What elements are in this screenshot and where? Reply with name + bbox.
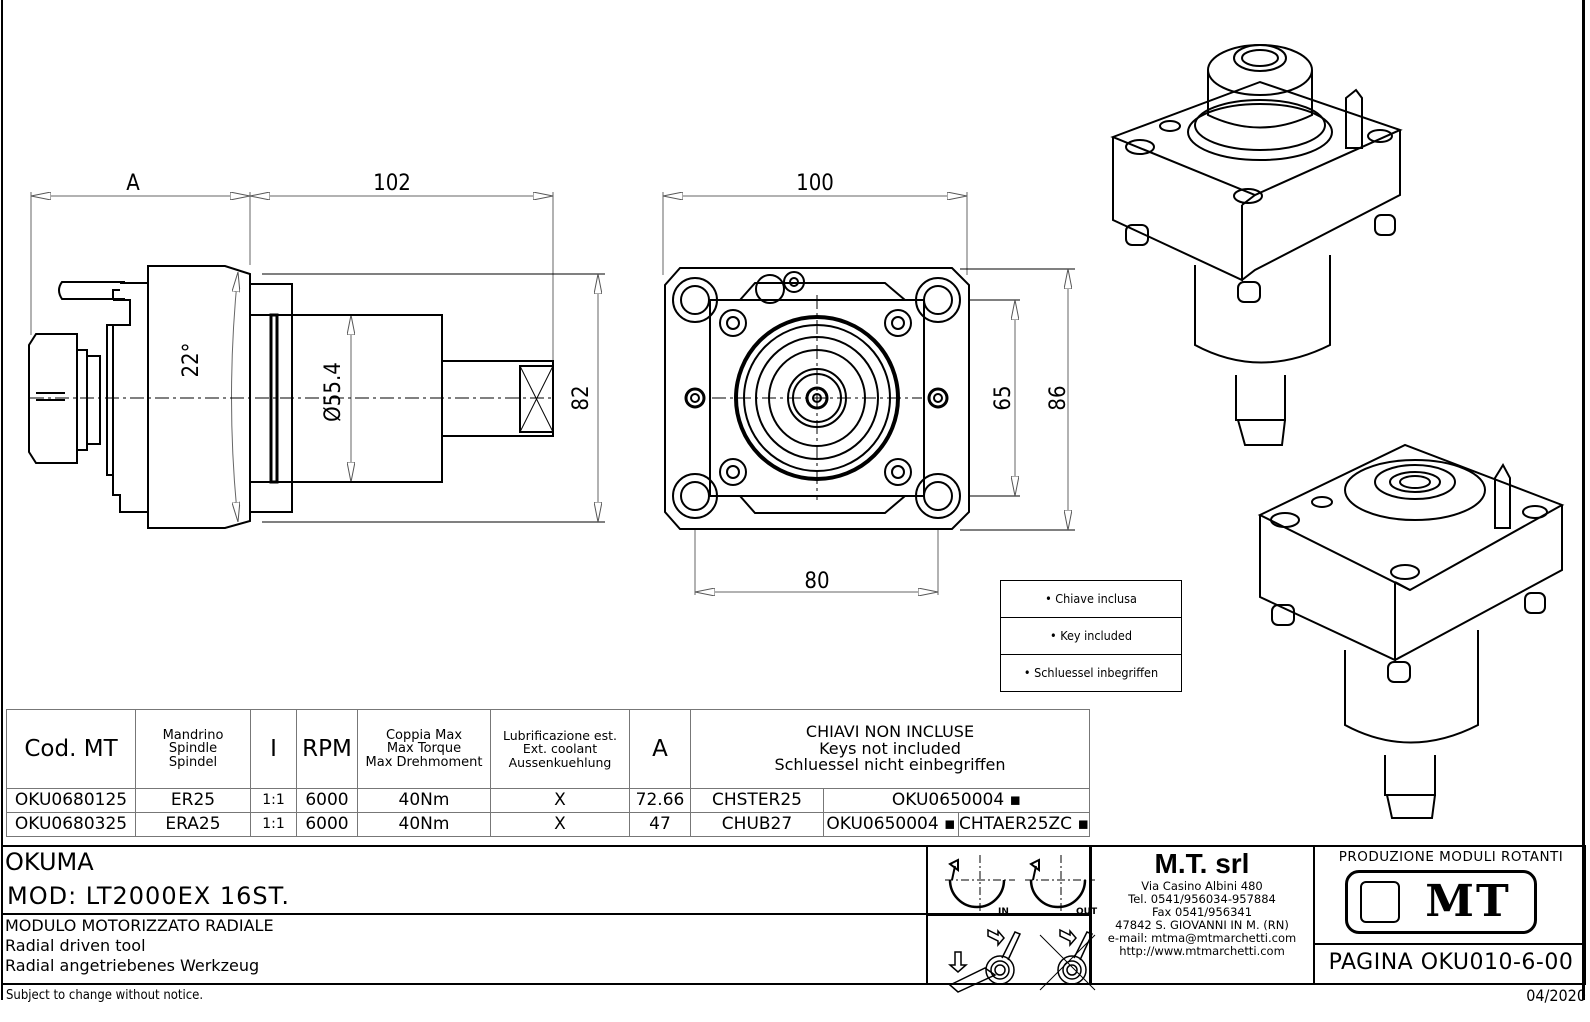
dim-length-label: 102: [373, 171, 411, 196]
header-coolant-en: Ext. coolant: [522, 741, 598, 757]
rotation-direction-icons: [945, 855, 1095, 915]
dim-diameter-label: Ø55.4: [321, 362, 346, 422]
table-row: OKU0680325 ERA25 1:1 6000 40Nm X 47 CHUB…: [6, 812, 1090, 837]
title-divider: [1, 913, 926, 915]
rotation-in-label: IN: [998, 907, 1009, 917]
title-block: [1, 845, 1586, 985]
dim-angle-label: 22°: [179, 342, 204, 377]
header-torque-de: Max Drehmoment: [365, 754, 483, 770]
header-spindle-de: Spindel: [168, 754, 218, 770]
corner-bolt-holes: [672, 277, 961, 519]
cell-key1: CHSTER25: [690, 788, 824, 813]
cell-ratio: 1:1: [250, 812, 297, 837]
cell-key3: CHTAER25ZC ▪: [958, 812, 1090, 837]
header-coolant-it: Lubrificazione est.: [503, 728, 617, 744]
company-name: M.T. srl: [1154, 848, 1250, 879]
header-coolant-de: Aussenkuehlung: [508, 754, 612, 770]
rotation-out-label: OUT: [1076, 907, 1098, 917]
cell-code: OKU0680325: [6, 812, 136, 837]
divider: [926, 913, 1089, 916]
logo-text: MT: [1425, 876, 1511, 927]
header-torque: Coppia Max Max Torque Max Drehmoment: [357, 709, 491, 789]
cell-rpm: 6000: [296, 812, 358, 837]
cell-rpm: 6000: [296, 788, 358, 813]
wrench-usage-icons: [948, 928, 1096, 993]
header-a: A: [629, 709, 691, 789]
company-address: Via Casino Albini 480: [1141, 879, 1263, 893]
header-keys: CHIAVI NON INCLUSE Keys not included Sch…: [690, 709, 1090, 789]
company-tel: Tel. 0541/956034-957884: [1128, 892, 1276, 906]
header-torque-it: Coppia Max: [385, 727, 463, 743]
company-info: M.T. srl Via Casino Albini 480 Tel. 0541…: [1092, 848, 1312, 958]
side-view: [28, 192, 605, 529]
legend-item: • Schluessel inbegriffen: [1023, 665, 1159, 680]
cell-key2: OKU0650004 ▪: [823, 812, 959, 837]
isometric-view-bottom: [1257, 443, 1565, 819]
machine-brand: OKUMA: [5, 848, 94, 876]
key-included-legend: • Chiave inclusa • Key included • Schlue…: [1000, 580, 1182, 692]
machine-model: MOD: LT2000EX 16ST.: [7, 882, 291, 910]
spec-table-header: Cod. MT Mandrino Spindle Spindel I RPM C…: [6, 709, 1090, 789]
header-torque-en: Max Torque: [386, 741, 462, 757]
header-spindle-en: Spindle: [168, 741, 218, 757]
header-spindle: Mandrino Spindle Spindel: [135, 709, 251, 789]
cell-coolant: X: [490, 812, 630, 837]
dim-bolt-spacing-h-label: 80: [804, 569, 829, 594]
header-keys-it: CHIAVI NON INCLUSE: [805, 721, 975, 741]
cell-key1: CHUB27: [690, 812, 824, 837]
cell-code: OKU0680125: [6, 788, 136, 813]
drawing-frame: [1, 0, 1585, 1000]
cell-spindle: ERA25: [135, 812, 251, 837]
description-de: Radial angetriebenes Werkzeug: [5, 956, 260, 975]
table-row: OKU0680125 ER25 1:1 6000 40Nm X 72.66 CH…: [6, 788, 1090, 813]
cell-ratio: 1:1: [250, 788, 297, 813]
company-fax: Fax 0541/956341: [1151, 905, 1253, 919]
production-label: PRODUZIONE MODULI ROTANTI: [1338, 849, 1564, 865]
front-view: [662, 192, 1075, 595]
company-web: http://www.mtmarchetti.com: [1119, 944, 1285, 958]
cell-torque: 40Nm: [357, 812, 491, 837]
notice-text: Subject to change without notice.: [6, 988, 204, 1003]
header-code: Cod. MT: [6, 709, 136, 789]
divider: [1313, 845, 1315, 985]
cell-spindle: ER25: [135, 788, 251, 813]
page-number: PAGINA OKU010-6-00: [1328, 950, 1574, 975]
legend-item: • Chiave inclusa: [1001, 581, 1181, 618]
dim-front-height-label: 86: [1046, 385, 1071, 410]
divider: [1313, 943, 1586, 945]
company-email: e-mail: mtma@mtmarchetti.com: [1107, 931, 1297, 945]
description-en: Radial driven tool: [5, 936, 146, 955]
cell-coolant: X: [490, 788, 630, 813]
dim-width-label: 100: [796, 171, 834, 196]
cell-key2: OKU0650004 ▪: [823, 788, 1090, 813]
cell-a: 47: [629, 812, 691, 837]
product-description: MODULO MOTORIZZATO RADIALE Radial driven…: [5, 916, 274, 976]
description-it: MODULO MOTORIZZATO RADIALE: [5, 916, 274, 935]
header-keys-en: Keys not included: [819, 738, 961, 758]
header-spindle-it: Mandrino: [162, 727, 224, 743]
revision-date: 04/2020: [1526, 986, 1586, 1005]
company-city: 47842 S. GIOVANNI IN M. (RN): [1115, 918, 1289, 932]
dim-height-label: 82: [569, 385, 594, 410]
spec-table: Cod. MT Mandrino Spindle Spindel I RPM C…: [6, 709, 1090, 837]
logo-module-icon: [1360, 881, 1400, 923]
header-rpm: RPM: [296, 709, 358, 789]
header-coolant: Lubrificazione est. Ext. coolant Aussenk…: [490, 709, 630, 789]
dim-bolt-spacing-v-label: 65: [991, 385, 1016, 410]
divider: [1089, 845, 1092, 985]
legend-item: • Key included: [1001, 618, 1181, 655]
cell-torque: 40Nm: [357, 788, 491, 813]
isometric-view-top: [1110, 44, 1403, 446]
dim-a-label: A: [126, 171, 140, 196]
header-ratio: I: [250, 709, 297, 789]
header-keys-de: Schluessel nicht einbegriffen: [774, 755, 1006, 775]
mt-logo: MT: [1345, 870, 1537, 934]
cell-a: 72.66: [629, 788, 691, 813]
